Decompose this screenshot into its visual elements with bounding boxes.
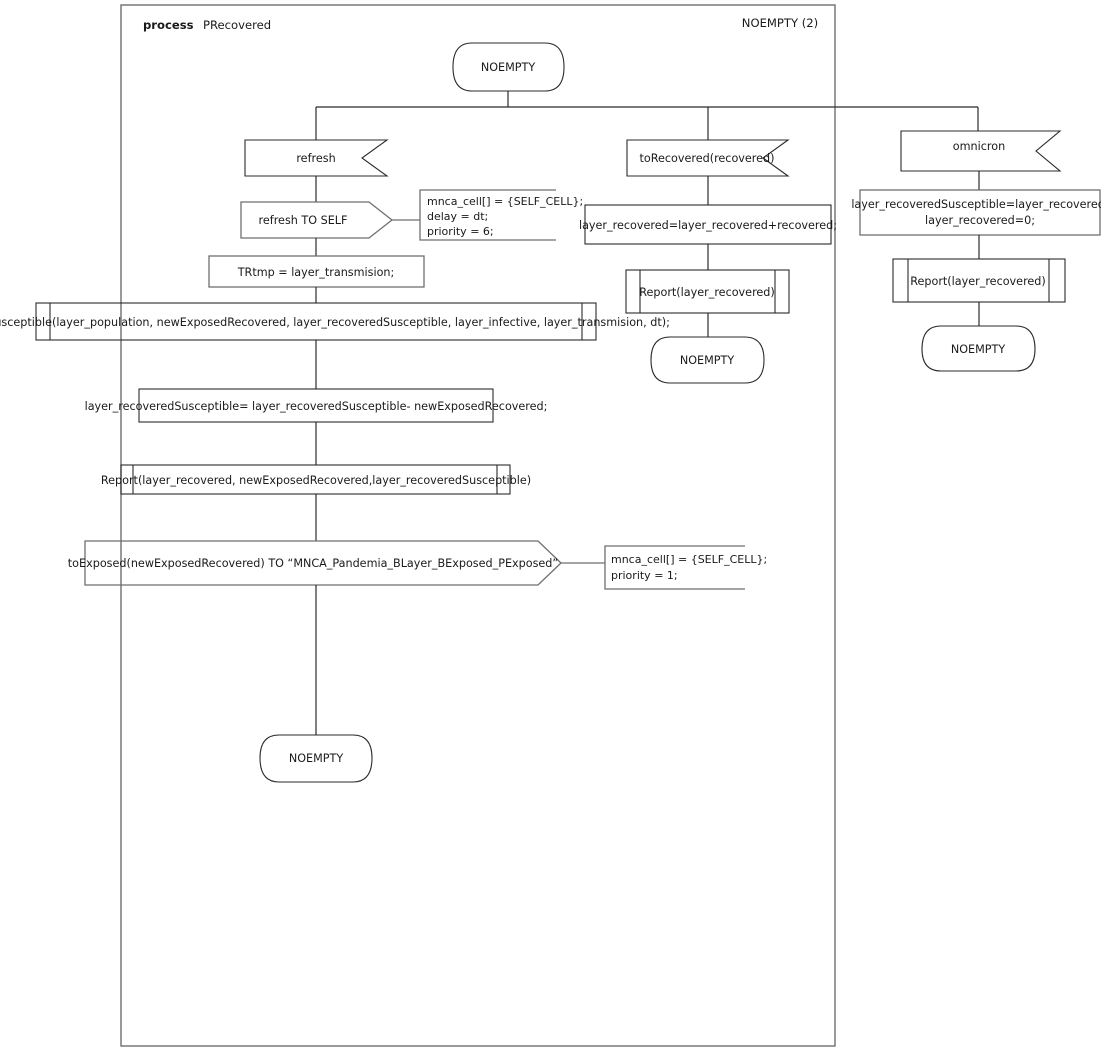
comment-refresh-self: mnca_cell[] = {SELF_CELL}; delay = dt; p… [419,189,583,241]
comment-toexposed-line-2: priority = 1; [611,569,678,582]
state-noempty-omnicron-branch[interactable]: NOEMPTY [921,325,1036,372]
input-omnicron[interactable]: omnicron [900,130,1062,172]
task-layer-recovered-susceptible-label: layer_recoveredSusceptible= layer_recove… [85,400,548,413]
task-layer-recovered-add[interactable]: layer_recovered=layer_recovered+recovere… [579,204,837,245]
state-noempty-refresh-branch[interactable]: NOEMPTY [259,734,373,783]
comment-refresh-self-line-2: delay = dt; [427,210,488,223]
comment-refresh-self-line-1: mnca_cell[] = {SELF_CELL}; [427,195,583,208]
state-reference-label: NOEMPTY (2) [742,16,818,30]
process-frame [120,4,836,1047]
procedure-numsusceptible-label: numSusceptible(layer_population, newExpo… [0,316,670,329]
input-omnicron-label: omnicron [953,140,1005,153]
input-torecovered-label: toRecovered(recovered) [639,152,774,165]
task-trtmp-label: TRtmp = layer_transmision; [237,266,395,279]
procedure-report-full[interactable]: Report(layer_recovered, newExposedRecove… [101,464,531,495]
output-toexposed[interactable]: toExposed(newExposedRecovered) TO “MNCA_… [68,540,562,586]
output-refresh-to-self[interactable]: refresh TO SELF [240,201,394,239]
output-refresh-to-self-label: refresh TO SELF [259,214,348,227]
task-trtmp[interactable]: TRtmp = layer_transmision; [208,255,425,288]
start-state-label: NOEMPTY [481,61,535,74]
comment-toexposed-line-1: mnca_cell[] = {SELF_CELL}; [611,553,767,566]
comment-refresh-self-line-3: priority = 6; [427,225,494,238]
task-omnicron-assign[interactable]: layer_recoveredSusceptible=layer_recover… [851,189,1101,236]
input-refresh[interactable]: refresh [244,139,389,177]
procedure-report-full-label: Report(layer_recovered, newExposedRecove… [101,474,531,487]
task-omnicron-assign-line-2: layer_recovered=0; [925,214,1035,227]
procedure-report-mid-label: Report(layer_recovered) [639,286,775,299]
output-toexposed-label: toExposed(newExposedRecovered) TO “MNCA_… [68,557,558,570]
start-state-noempty[interactable]: NOEMPTY [452,42,565,92]
process-keyword: process [143,18,194,32]
procedure-report-omnicron[interactable]: Report(layer_recovered) [892,258,1066,303]
procedure-numsusceptible[interactable]: numSusceptible(layer_population, newExpo… [0,302,670,341]
procedure-report-omnicron-label: Report(layer_recovered) [910,275,1046,288]
process-name: PRecovered [203,18,271,32]
task-omnicron-assign-line-1: layer_recoveredSusceptible=layer_recover… [851,198,1101,211]
task-layer-recovered-susceptible[interactable]: layer_recoveredSusceptible= layer_recove… [85,388,548,423]
procedure-report-mid[interactable]: Report(layer_recovered) [625,269,790,314]
state-noempty-torecovered-branch-label: NOEMPTY [680,354,734,367]
task-layer-recovered-add-label: layer_recovered=layer_recovered+recovere… [579,219,837,232]
input-refresh-label: refresh [296,152,335,165]
state-noempty-omnicron-branch-label: NOEMPTY [951,343,1005,356]
state-noempty-refresh-branch-label: NOEMPTY [289,752,343,765]
state-noempty-torecovered-branch[interactable]: NOEMPTY [650,336,765,384]
comment-toexposed: mnca_cell[] = {SELF_CELL}; priority = 1; [604,545,767,590]
input-torecovered[interactable]: toRecovered(recovered) [626,139,790,177]
